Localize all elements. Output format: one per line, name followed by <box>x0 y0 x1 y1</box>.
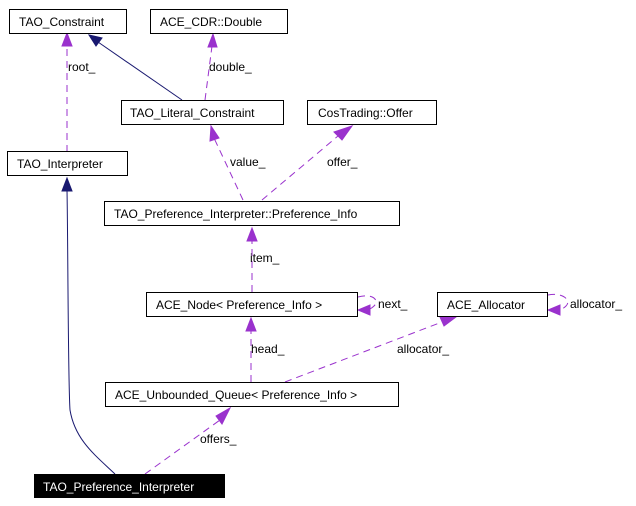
edge-label-value: value_ <box>230 155 266 169</box>
node-label: ACE_Node< Preference_Info > <box>156 298 322 312</box>
edge-item: item_ <box>246 226 280 292</box>
node-tao-interpreter[interactable]: TAO_Interpreter <box>7 151 128 176</box>
node-tao-literal-constraint[interactable]: TAO_Literal_Constraint <box>121 100 284 125</box>
edge-offer: offer_ <box>261 125 358 201</box>
node-ace-allocator[interactable]: ACE_Allocator <box>437 292 548 317</box>
node-tao-preference-interpreter[interactable]: TAO_Preference_Interpreter <box>34 474 225 498</box>
node-label: ACE_Unbounded_Queue< Preference_Info > <box>115 388 357 402</box>
node-label: TAO_Interpreter <box>17 157 103 171</box>
edge-inheritance-interpreter <box>61 176 116 475</box>
edge-inheritance-literal-constraint <box>87 34 183 101</box>
node-label: TAO_Preference_Interpreter <box>43 480 194 494</box>
edge-label-offers: offers_ <box>200 432 237 446</box>
edge-label-head: head_ <box>251 342 285 356</box>
edge-label-root: root_ <box>68 60 96 74</box>
node-ace-node[interactable]: ACE_Node< Preference_Info > <box>146 292 358 317</box>
edge-label-allocator-self: allocator_ <box>570 297 622 311</box>
node-label: TAO_Preference_Interpreter::Preference_I… <box>114 207 358 221</box>
node-tao-constraint[interactable]: TAO_Constraint <box>9 9 127 34</box>
edge-offers: offers_ <box>144 406 237 475</box>
edge-label-next: next_ <box>378 297 408 311</box>
node-costrading-offer[interactable]: CosTrading::Offer <box>307 100 437 125</box>
node-ace-cdr-double[interactable]: ACE_CDR::Double <box>150 9 288 34</box>
edge-head: head_ <box>245 316 285 382</box>
edge-label-allocator: allocator_ <box>397 342 449 356</box>
edge-label-offer: offer_ <box>327 155 358 169</box>
edge-next-self: next_ <box>356 295 408 316</box>
node-label: ACE_Allocator <box>447 298 525 312</box>
node-preference-info[interactable]: TAO_Preference_Interpreter::Preference_I… <box>104 201 400 226</box>
edge-root: root_ <box>61 31 96 152</box>
edge-allocator: allocator_ <box>284 316 458 383</box>
edge-label-double: double_ <box>209 60 252 74</box>
node-label: ACE_CDR::Double <box>160 15 262 29</box>
edge-allocator-self: allocator_ <box>546 293 622 316</box>
edge-label-item: item_ <box>250 251 280 265</box>
node-label: CosTrading::Offer <box>318 106 413 120</box>
edge-value: value_ <box>209 124 266 201</box>
node-ace-unbounded-queue[interactable]: ACE_Unbounded_Queue< Preference_Info > <box>105 382 399 407</box>
edge-double: double_ <box>204 32 252 101</box>
node-label: TAO_Literal_Constraint <box>130 106 255 120</box>
node-label: TAO_Constraint <box>19 15 105 29</box>
